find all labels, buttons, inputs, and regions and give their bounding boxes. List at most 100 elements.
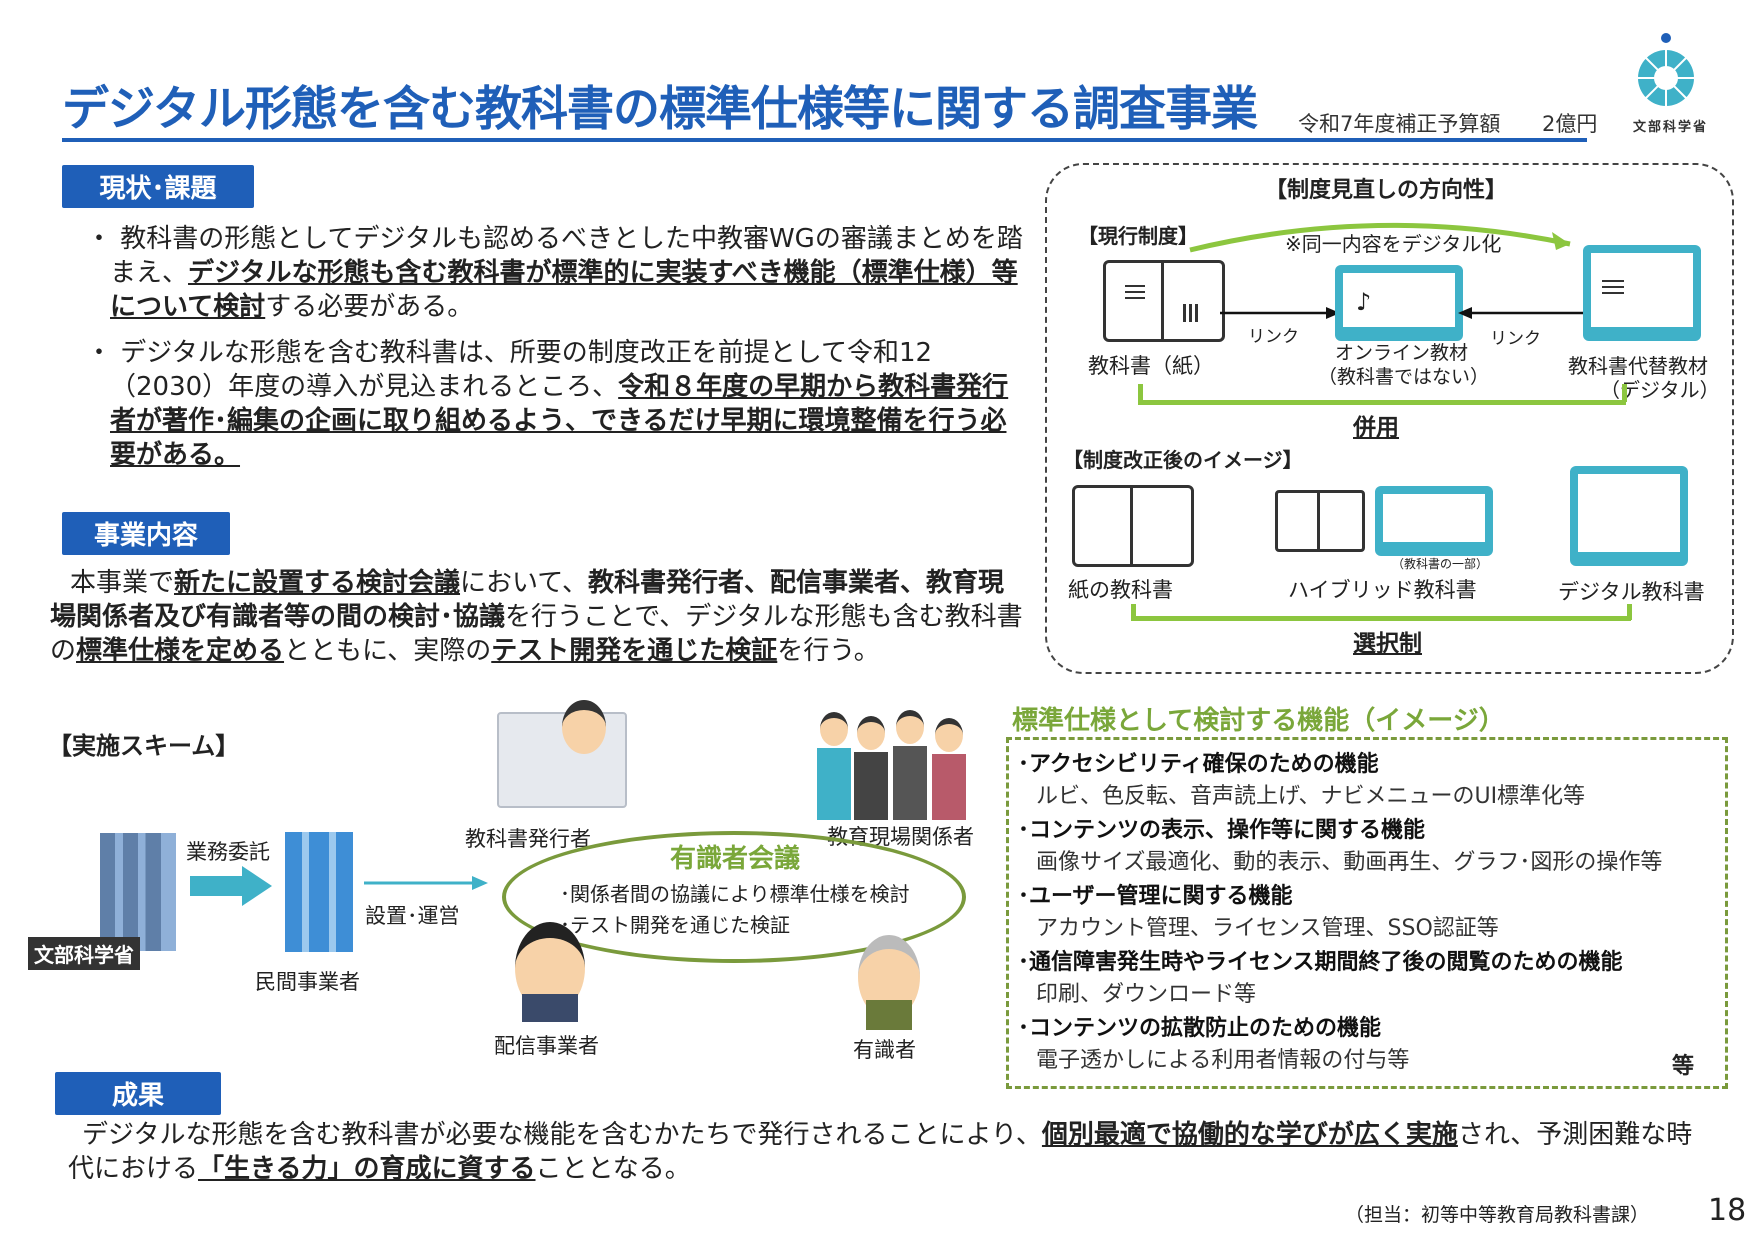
content-text-5: を行う。 xyxy=(777,636,880,666)
publisher-label: 教科書発行者 xyxy=(465,827,591,851)
status-bullet-2-text: デジタルな形態を含む教科書は、所要の制度改正を前提として令和12（2030）年度… xyxy=(110,338,933,402)
education-body-2 xyxy=(854,752,888,820)
hybrid-note: （教科書の一部） xyxy=(1392,557,1489,571)
paper-book-label: 教科書（紙） xyxy=(1088,354,1214,378)
online-material-line2: （教科書ではない） xyxy=(1318,366,1490,388)
mext-sign: 文部科学省 xyxy=(28,937,140,970)
function-title-3: ･ユーザー管理に関する機能 xyxy=(1018,884,1293,909)
education-person-4-icon xyxy=(935,718,963,752)
selection-bracket-bar xyxy=(1131,616,1631,621)
result-text-2: され、予測困難な時代における xyxy=(68,1120,1693,1184)
link-right-label: リンク xyxy=(1490,329,1541,349)
content-body: 本事業で新たに設置する検討会議において、教科書発行者、配信事業者、教育現場関係者… xyxy=(50,566,1025,668)
book-lines-icon xyxy=(1125,285,1145,287)
alt-material-line2: （デジタル） xyxy=(1600,378,1720,402)
combined-bracket-bar xyxy=(1138,400,1626,405)
paper-book-right-icon xyxy=(1161,260,1225,342)
function-title-1: ･アクセシビリティ確保のための機能 xyxy=(1018,752,1379,777)
entrust-arrow-icon xyxy=(190,866,272,906)
content-text-2: において、 xyxy=(460,568,588,598)
mext-logo-icon xyxy=(1638,33,1694,106)
status-bullet-1-text: 教科書の形態としてデジタルも認めるべきとした中教審WGの審議まとめを踏まえ、 xyxy=(110,224,1023,288)
result-body: デジタルな形態を含む教科書が必要な機能を含むかたちで発行されることにより、個別最… xyxy=(68,1118,1708,1186)
education-person-2-icon xyxy=(857,716,885,750)
council-item-2: ･テスト開発を通じた検証 xyxy=(560,913,790,937)
music-note-icon: ♪ xyxy=(1356,288,1372,316)
paper-textbook-right-icon xyxy=(1130,485,1194,567)
private-building-icon xyxy=(285,832,353,952)
function-desc-5: 電子透かしによる利用者情報の付与等 xyxy=(1036,1048,1410,1073)
digitize-arc-icon xyxy=(1189,222,1571,253)
qr-code-icon xyxy=(1183,304,1201,322)
online-material-tablet-icon xyxy=(1335,265,1463,341)
hybrid-book-left-icon xyxy=(1275,490,1323,552)
digital-textbook-tablet-icon xyxy=(1570,466,1688,566)
education-body-4 xyxy=(932,754,966,820)
paper-textbook-left-icon xyxy=(1072,485,1136,567)
content-emphasis-1: 新たに設置する検討会議 xyxy=(174,568,461,598)
hybrid-book-right-icon xyxy=(1317,490,1365,552)
direction-panel xyxy=(1045,163,1734,674)
setup-label: 設置･運営 xyxy=(365,904,460,928)
expert-label: 有識者 xyxy=(853,1038,916,1062)
functions-list: ･アクセシビリティ確保のための機能 ルビ、色反転、音声読上げ、ナビメニューのUI… xyxy=(1018,746,1708,1076)
expert-body xyxy=(866,1000,912,1030)
direction-title: 【制度見直しの方向性】 xyxy=(1265,178,1508,203)
private-label: 民間事業者 xyxy=(255,970,360,994)
distributor-body xyxy=(522,994,578,1022)
result-text-3: こととなる。 xyxy=(535,1154,691,1184)
selection-label: 選択制 xyxy=(1353,631,1422,657)
content-text-1: 本事業で xyxy=(70,568,175,598)
content-emphasis-4: テスト開発を通じた検証 xyxy=(491,636,778,666)
council-item-1: ･関係者間の協議により標準仕様を検討 xyxy=(560,882,910,906)
combined-bracket-left xyxy=(1138,384,1143,402)
after-reform-label: 【制度改正後のイメージ】 xyxy=(1063,448,1303,472)
function-title-5: ･コンテンツの拡散防止のための機能 xyxy=(1018,1016,1382,1041)
hybrid-tablet-icon xyxy=(1375,486,1493,556)
online-material-line1: オンライン教材 xyxy=(1335,342,1469,364)
scheme-label: 【実施スキーム】 xyxy=(48,732,240,760)
education-person-1-icon xyxy=(820,712,848,746)
result-emphasis-2: 「生きる力」の育成に資する xyxy=(198,1154,536,1184)
content-emphasis-3: 標準仕様を定める xyxy=(76,636,285,666)
hybrid-textbook-label: ハイブリッド教科書 xyxy=(1288,578,1477,602)
digital-textbook-label: デジタル教科書 xyxy=(1558,580,1705,604)
combined-bracket-right xyxy=(1622,384,1627,402)
selection-bracket-left xyxy=(1131,604,1136,620)
entrust-label: 業務委託 xyxy=(186,840,270,864)
function-title-2: ･コンテンツの表示、操作等に関する機能 xyxy=(1018,818,1426,843)
budget-label: 令和7年度補正予算額 xyxy=(1298,112,1501,136)
result-section-label: 成果 xyxy=(55,1072,221,1115)
function-desc-1: ルビ、色反転、音声読上げ、ナビメニューのUI標準化等 xyxy=(1036,784,1586,809)
mext-building-icon xyxy=(100,833,176,951)
function-desc-2: 画像サイズ最適化、動的表示、動画再生、グラフ･図形の操作等 xyxy=(1036,850,1663,875)
current-system-label: 【現行制度】 xyxy=(1078,224,1198,248)
page-title: デジタル形態を含む教科書の標準仕様等に関する調査事業 xyxy=(62,82,1258,137)
function-title-4: ･通信障害発生時やライセンス期間終了後の閲覧のための機能 xyxy=(1018,950,1623,975)
content-text-3: を行うことで、デジタルな形態も含む教科書の xyxy=(50,602,1023,666)
council-title: 有識者会議 xyxy=(670,844,801,874)
status-bullet-1-emphasis: デジタルな形態も含む教科書が標準的に実装すべき機能（標準仕様）等について検討 xyxy=(110,258,1018,322)
distributor-label: 配信事業者 xyxy=(494,1034,599,1058)
selection-bracket-right xyxy=(1627,604,1632,620)
content-text-4: とともに、実際の xyxy=(284,636,492,666)
link-arrow-left-icon xyxy=(1220,307,1340,319)
content-section-label: 事業内容 xyxy=(62,512,230,555)
publisher-person-icon xyxy=(562,700,606,754)
education-body-3 xyxy=(893,746,927,820)
education-body-1 xyxy=(817,748,851,820)
functions-title: 標準仕様として検討する機能（イメージ） xyxy=(1012,706,1505,736)
function-desc-3: アカウント管理、ライセンス管理、SSO認証等 xyxy=(1036,916,1499,941)
title-underline xyxy=(62,138,1587,142)
paper-textbook-label: 紙の教科書 xyxy=(1068,578,1173,602)
page-number: 18 xyxy=(1708,1193,1747,1228)
link-left-label: リンク xyxy=(1248,327,1299,347)
status-bullet-1-tail: する必要がある。 xyxy=(265,292,474,322)
status-section-label: 現状･課題 xyxy=(62,165,254,208)
functions-etc: 等 xyxy=(1672,1054,1695,1079)
status-bullet-1: ・ 教科書の形態としてデジタルも認めるべきとした中教審WGの審議まとめを踏まえ、… xyxy=(86,224,1023,322)
status-bullet-2: ・ デジタルな形態を含む教科書は、所要の制度改正を前提として令和12（2030）… xyxy=(86,338,1009,470)
budget-amount: 2億円 xyxy=(1542,112,1598,136)
status-body: ・ 教科書の形態としてデジタルも認めるべきとした中教審WGの審議まとめを踏まえ、… xyxy=(86,222,1031,472)
paper-book-left-icon xyxy=(1103,260,1167,342)
